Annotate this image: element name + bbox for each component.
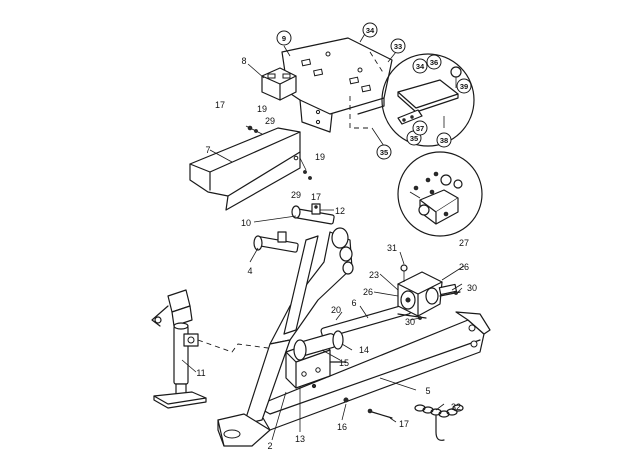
- mounting-bracket: [281, 37, 393, 133]
- callout-labels: 2 4 5 6 7 8 10 11 12 13 14 15 16 17 17 1…: [196, 56, 477, 451]
- gearbox: [397, 264, 458, 317]
- callout-2: 2: [267, 441, 272, 451]
- callout-26-right: 26: [459, 262, 469, 272]
- driveline-shaft: [293, 303, 412, 361]
- callout-19-mid: 19: [315, 152, 325, 162]
- callout-17-mid: 17: [311, 192, 321, 202]
- callout-9: 9: [282, 34, 286, 43]
- detail-circle-valve: [397, 151, 483, 237]
- callout-30-right: 30: [467, 283, 477, 293]
- leader-lines: [181, 31, 465, 441]
- callout-34-detail: 34: [416, 62, 425, 71]
- callout-15: 15: [339, 358, 349, 368]
- callout-31: 31: [387, 243, 397, 253]
- callout-7: 7: [205, 145, 210, 155]
- callout-20: 20: [331, 305, 341, 315]
- callout-11: 11: [196, 368, 205, 378]
- callout-16: 16: [337, 422, 347, 432]
- callout-39: 39: [460, 82, 468, 91]
- callout-35-main: 35: [380, 148, 388, 157]
- callout-36: 36: [430, 58, 438, 67]
- pin-lower: [253, 231, 299, 253]
- callout-5: 5: [425, 386, 430, 396]
- safety-chain: [414, 404, 464, 441]
- callout-37: 37: [416, 124, 424, 133]
- callout-12: 12: [335, 206, 345, 216]
- callout-26-left: 26: [363, 287, 373, 297]
- callout-17-top: 17: [215, 100, 225, 110]
- lower-bolts: [311, 361, 393, 419]
- callout-38: 38: [440, 136, 448, 145]
- callout-32: 32: [451, 402, 461, 412]
- callout-17-bottom: 17: [399, 419, 409, 429]
- pin-upper: [291, 203, 335, 225]
- callout-8: 8: [241, 56, 246, 66]
- callout-30-lower: 30: [405, 317, 415, 327]
- angle-bracket: [261, 67, 297, 101]
- callout-14: 14: [359, 345, 369, 355]
- callout-29-top: 29: [265, 116, 275, 126]
- gearbox-bolts: [397, 291, 461, 320]
- cover-guard: [189, 127, 301, 211]
- callout-10: 10: [241, 218, 251, 228]
- callout-23: 23: [369, 270, 379, 280]
- callout-13: 13: [295, 434, 305, 444]
- circled-callouts: 9 33 34 34 35 35 36 37 38 39: [276, 22, 472, 160]
- callout-19-top: 19: [257, 104, 267, 114]
- callout-34-top: 34: [366, 26, 375, 35]
- hardware-top-left: [245, 125, 312, 180]
- callout-6: 6: [351, 298, 356, 308]
- detail-circle-valve-mount: [381, 53, 475, 147]
- callout-35-detail: 35: [410, 134, 418, 143]
- callout-27: 27: [459, 238, 469, 248]
- callout-4: 4: [247, 266, 252, 276]
- callout-29-mid: 29: [291, 190, 301, 200]
- jack-stand: [151, 289, 207, 409]
- callout-33: 33: [394, 42, 402, 51]
